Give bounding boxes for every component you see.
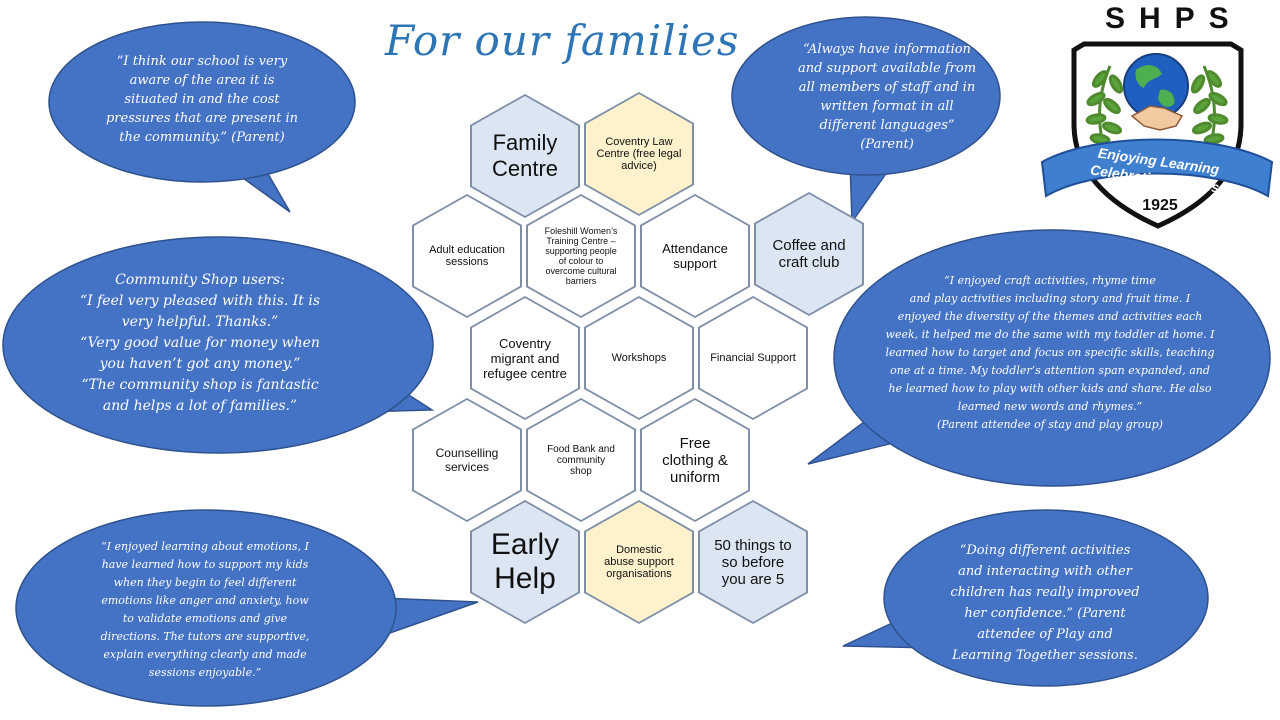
- hex-domestic-abuse-support: Domestic abuse support organisations: [584, 500, 694, 624]
- laurel-left: [1085, 65, 1124, 155]
- speech-bubble: [15, 509, 397, 707]
- hex-early-help: Early Help: [470, 500, 580, 624]
- hex-50-things: 50 things to so before you are 5: [698, 500, 808, 624]
- speech-bubble: [48, 21, 356, 183]
- founding-year: 1925: [1142, 197, 1178, 214]
- hex-free-clothing-uniform: Free clothing & uniform: [640, 398, 750, 522]
- handshake-icon: [1130, 105, 1184, 131]
- speech-bubble: [2, 236, 434, 454]
- motto-banner: [1040, 138, 1274, 198]
- page-title: For our families: [385, 16, 740, 65]
- speech-bubble: [883, 509, 1209, 687]
- speech-bubble: [731, 16, 1001, 176]
- speech-bubble: [833, 229, 1271, 487]
- quote-community-shop: Community Shop users:“I feel very please…: [79, 272, 321, 414]
- school-logo-letters: SHPS: [1105, 2, 1243, 35]
- school-logo: Enjoying Learning Celebrating Success 19…: [1040, 41, 1274, 229]
